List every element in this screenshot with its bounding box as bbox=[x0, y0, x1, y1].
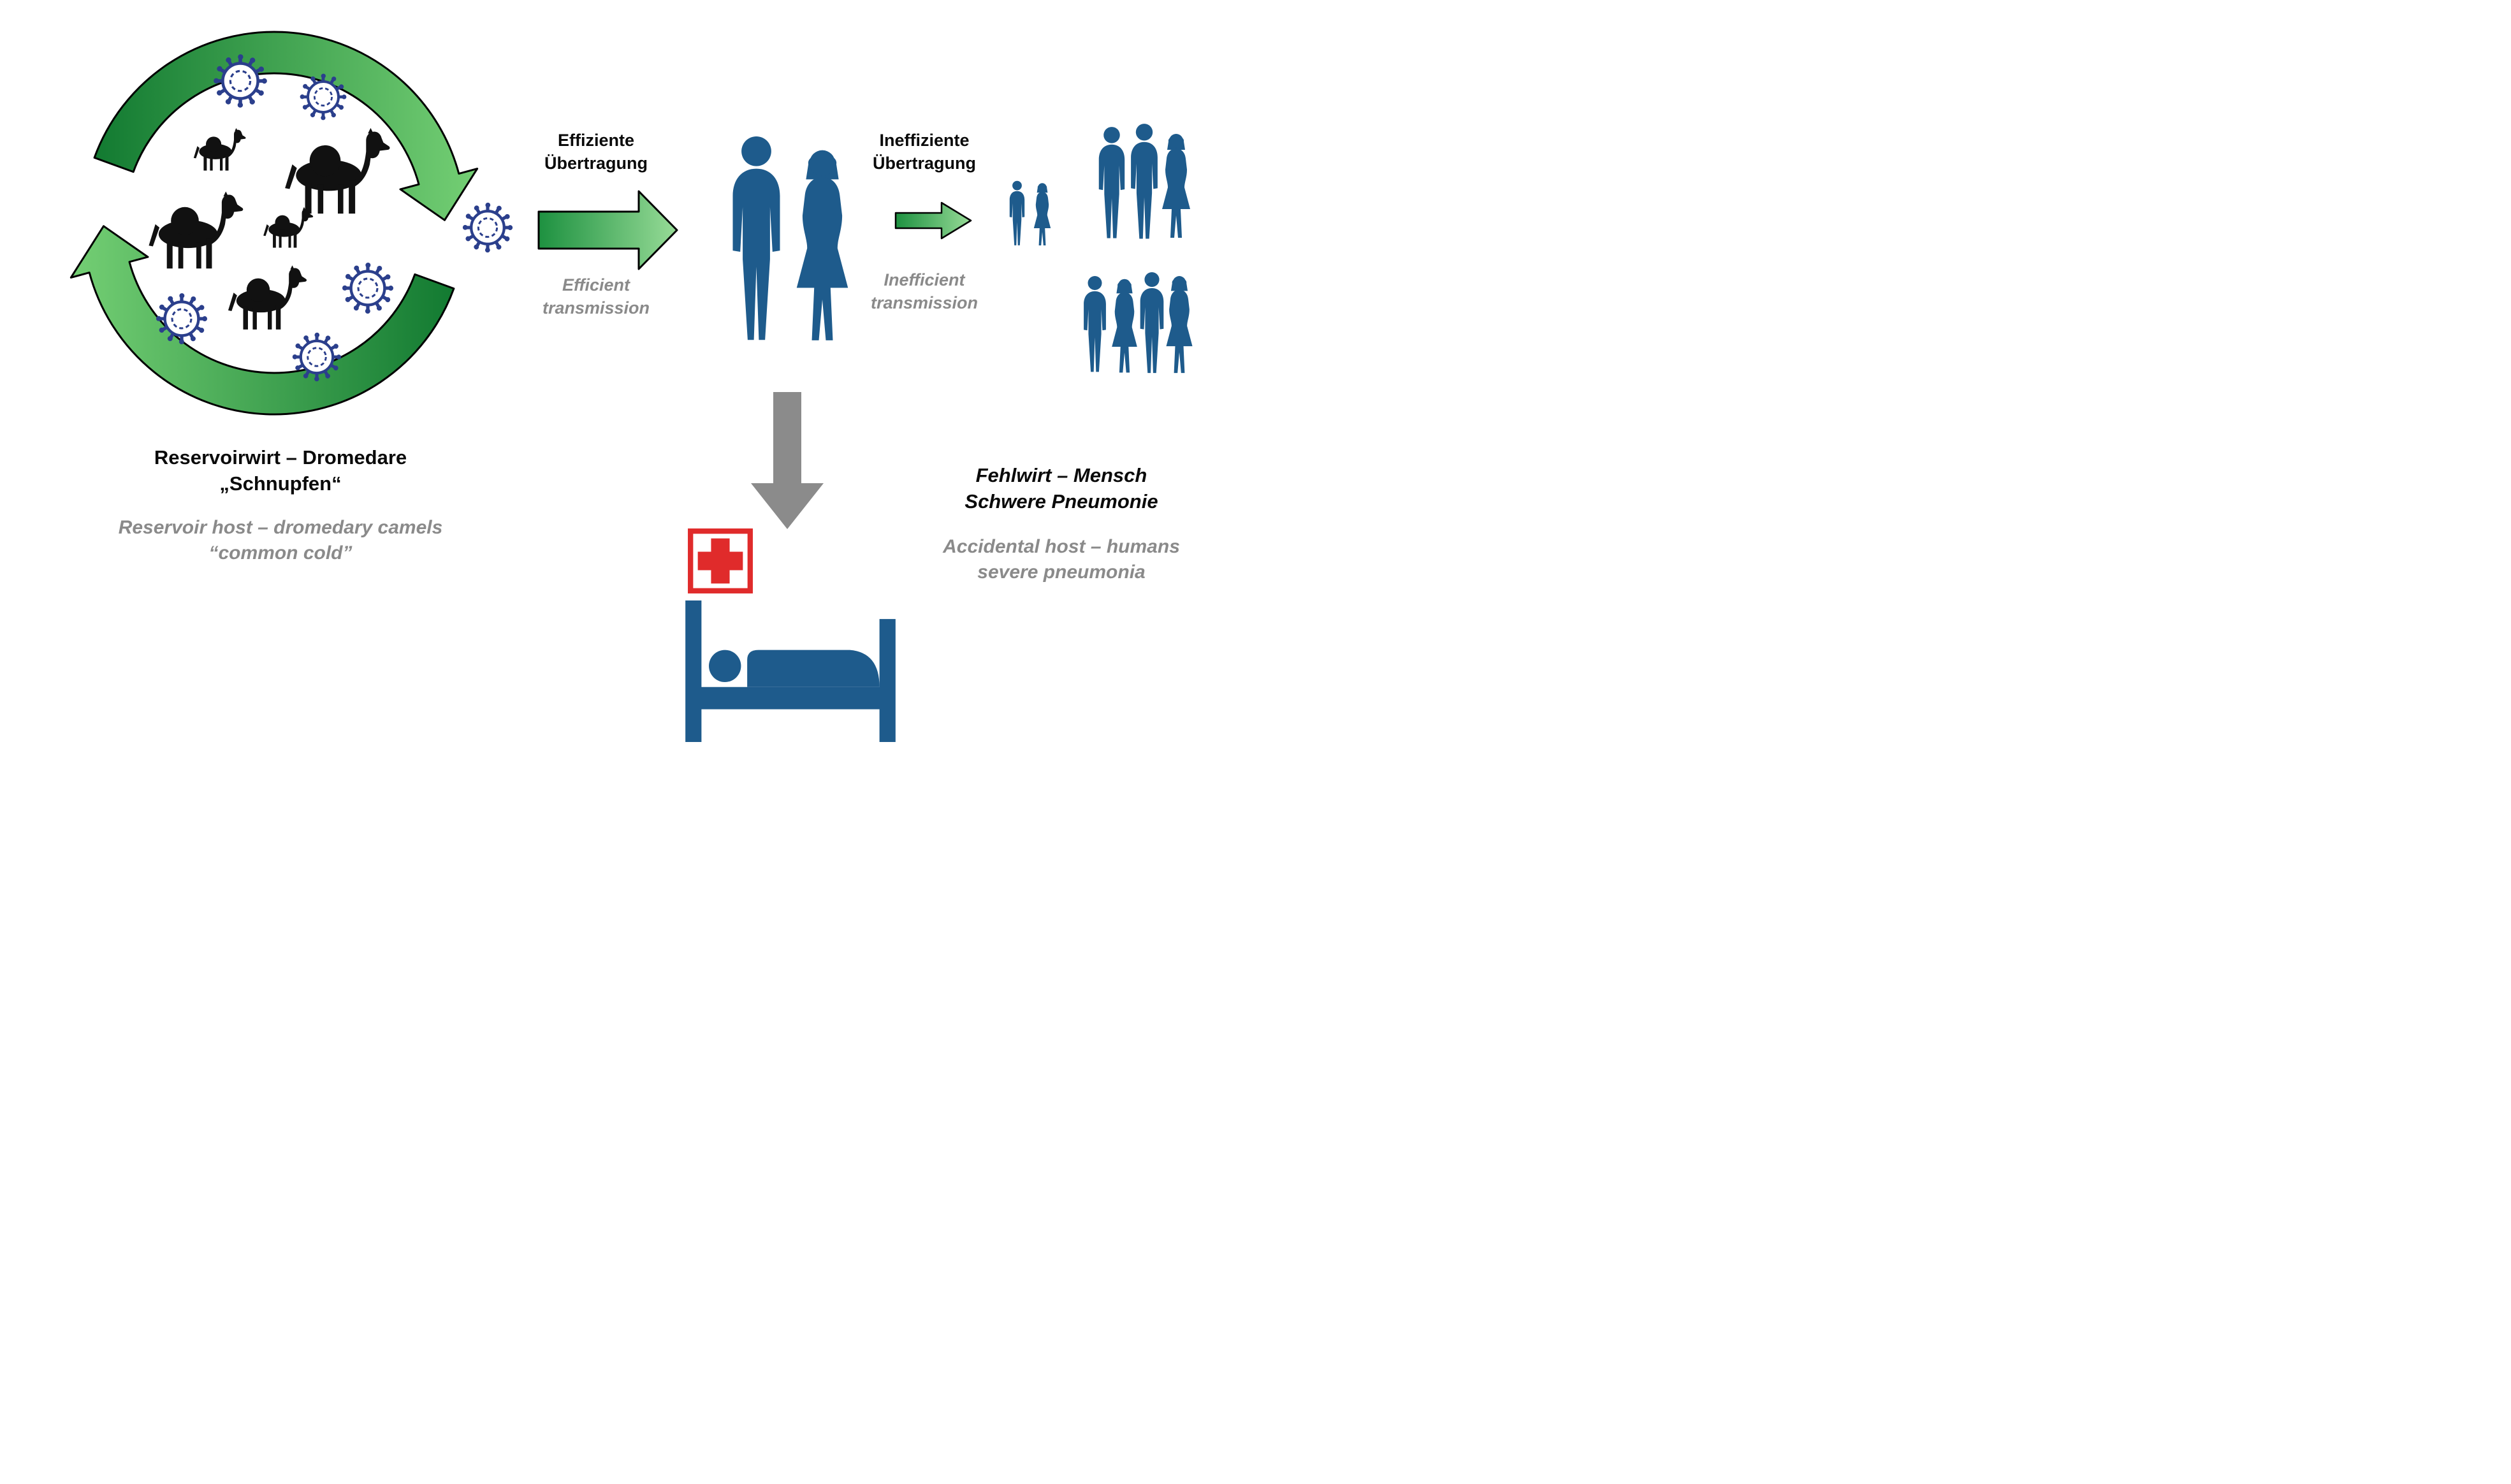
inefficient-transmission-arrow-icon bbox=[894, 201, 972, 240]
reservoir-cycle-arrows-icon bbox=[69, 31, 479, 416]
coronavirus-icon bbox=[345, 265, 391, 311]
reservoir-host-title-de: Reservoirwirt – Dromedare „Schnupfen“ bbox=[73, 445, 488, 497]
inefficient-en-line2: transmission bbox=[870, 293, 979, 312]
woman-silhouette-icon bbox=[1112, 279, 1137, 373]
reservoir-host-subtitle-en: Reservoir host – dromedary camels “commo… bbox=[48, 515, 513, 565]
accidental-subtitle-line1: Accidental host – humans bbox=[943, 536, 1180, 557]
human-crowd-icon bbox=[1009, 124, 1193, 374]
camel-icon bbox=[285, 127, 390, 214]
accidental-subtitle-line2: severe pneumonia bbox=[977, 561, 1146, 583]
woman-silhouette-icon bbox=[1033, 183, 1051, 245]
camel-icon bbox=[149, 191, 244, 269]
inefficient-en-line1: Inefficient bbox=[884, 270, 965, 289]
man-silhouette-icon bbox=[1131, 124, 1158, 239]
inefficient-transmission-label-de: Ineffiziente Übertragung bbox=[835, 129, 1014, 175]
reservoir-subtitle-line1: Reservoir host – dromedary camels bbox=[118, 517, 443, 538]
man-silhouette-icon bbox=[1098, 127, 1125, 238]
man-silhouette-icon bbox=[1140, 272, 1164, 374]
man-silhouette-icon bbox=[1084, 276, 1106, 372]
camel-icon bbox=[263, 207, 314, 248]
efficient-de-line1: Effiziente bbox=[557, 131, 634, 150]
reservoir-title-line1: Reservoirwirt – Dromedare bbox=[154, 446, 407, 469]
human-couple-icon bbox=[732, 136, 848, 340]
efficient-transmission-arrow-icon bbox=[537, 190, 678, 270]
diagram-canvas: Reservoirwirt – Dromedare „Schnupfen“ Re… bbox=[0, 0, 1256, 742]
efficient-transmission-label-de: Effiziente Übertragung bbox=[507, 129, 685, 175]
efficient-en-line2: transmission bbox=[542, 298, 650, 317]
inefficient-transmission-label-en: Inefficient transmission bbox=[835, 269, 1014, 314]
accidental-host-subtitle-en: Accidental host – humans severe pneumoni… bbox=[902, 534, 1221, 585]
woman-silhouette-icon bbox=[1166, 276, 1193, 374]
inefficient-de-line2: Übertragung bbox=[873, 153, 976, 173]
man-silhouette-icon bbox=[1009, 180, 1025, 245]
diagram-artwork bbox=[69, 31, 1193, 742]
inefficient-de-line1: Ineffiziente bbox=[879, 131, 970, 150]
camel-icon bbox=[228, 265, 307, 330]
reservoir-title-line2: „Schnupfen“ bbox=[219, 472, 342, 495]
red-cross-icon bbox=[690, 531, 750, 591]
hospital-bed-icon bbox=[685, 600, 896, 742]
down-arrow-icon bbox=[751, 392, 824, 529]
efficient-en-line1: Efficient bbox=[562, 275, 630, 295]
accidental-host-title-de: Fehlwirt – Mensch Schwere Pneumonie bbox=[912, 463, 1211, 515]
accidental-title-line1: Fehlwirt – Mensch bbox=[975, 464, 1147, 486]
efficient-transmission-label-en: Efficient transmission bbox=[507, 274, 685, 319]
reservoir-subtitle-line2: “common cold” bbox=[208, 542, 353, 564]
man-silhouette-icon bbox=[732, 136, 780, 340]
camel-icon bbox=[193, 127, 246, 171]
accidental-title-line2: Schwere Pneumonie bbox=[964, 490, 1158, 513]
efficient-de-line2: Übertragung bbox=[544, 153, 648, 173]
woman-silhouette-icon bbox=[1162, 134, 1190, 238]
virus-particles bbox=[159, 57, 510, 379]
coronavirus-icon bbox=[465, 205, 511, 251]
